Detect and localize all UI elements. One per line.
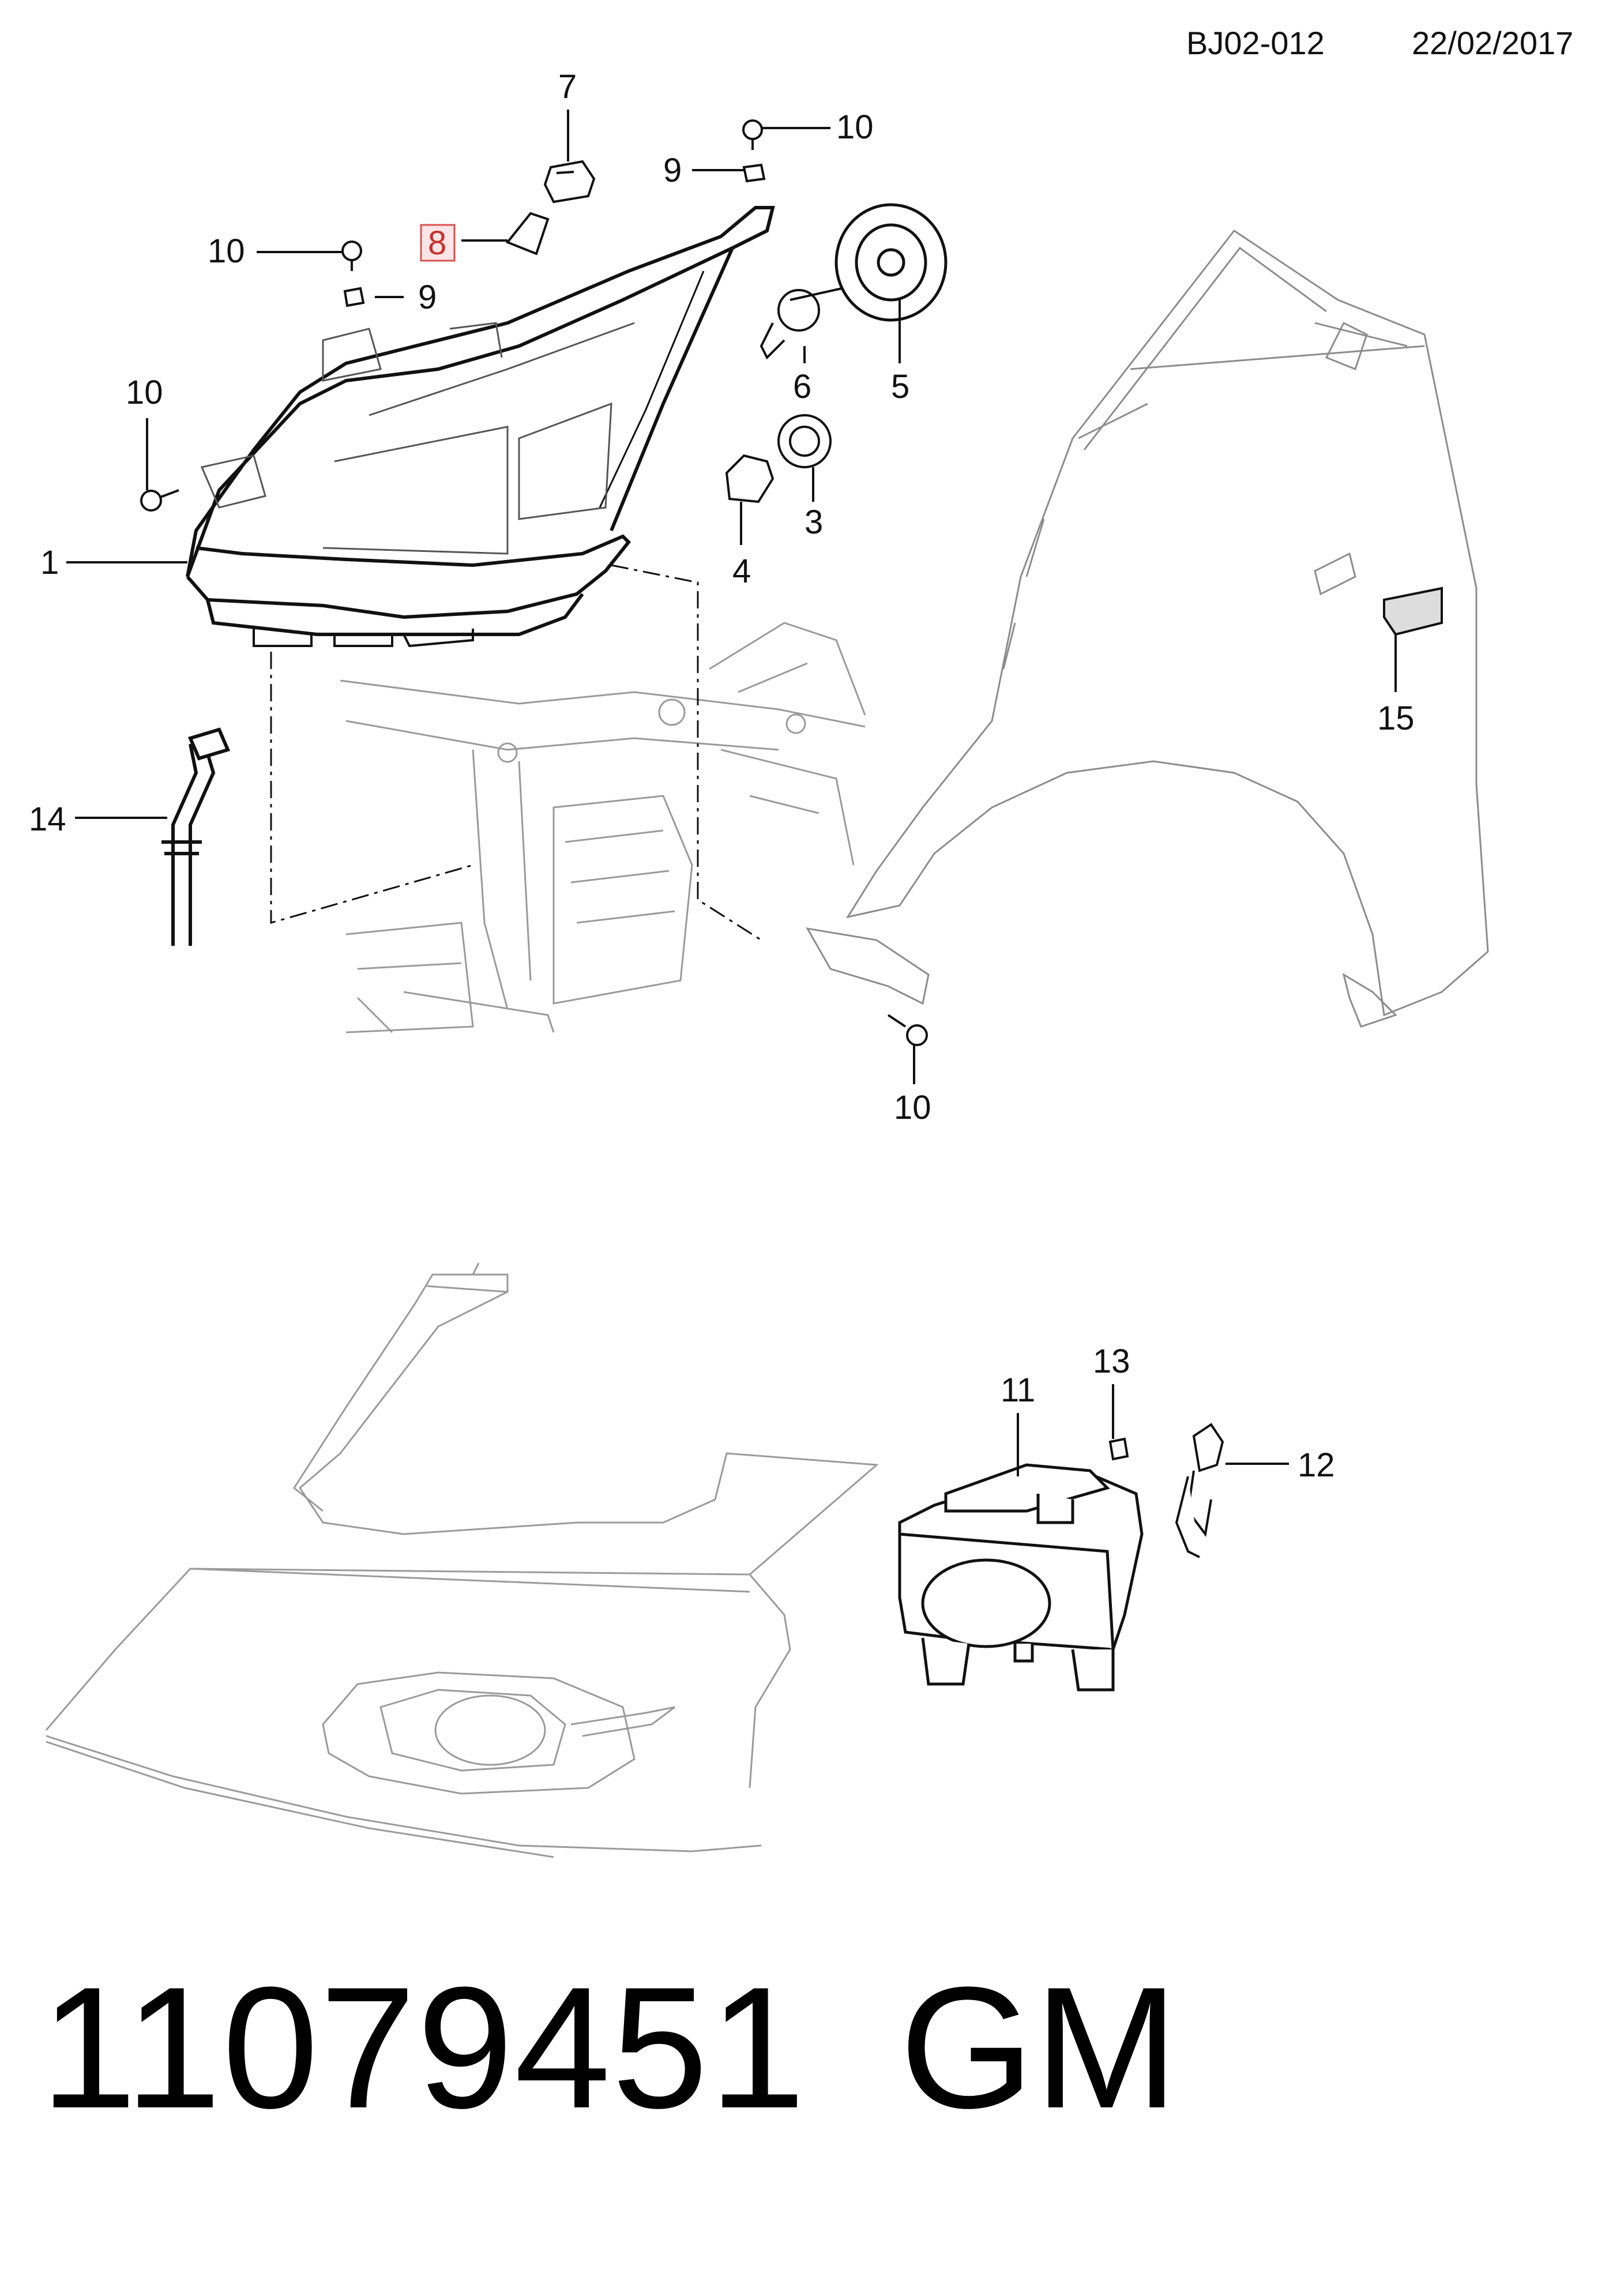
fog-bulb-12 — [1175, 1423, 1224, 1558]
clip-13 — [1108, 1437, 1129, 1461]
bolt-10-top — [742, 119, 763, 150]
alignment-lines — [270, 564, 762, 941]
callout-9-left[interactable]: 9 — [418, 279, 437, 316]
callout-labels: 1 3 4 5 6 7 8 9 9 10 10 10 10 11 12 13 1… — [29, 68, 1415, 1484]
fog-lamp-11 — [898, 1463, 1144, 1692]
nut-9-left — [343, 287, 365, 307]
bulb-4 — [725, 454, 775, 503]
callout-4[interactable]: 4 — [732, 553, 751, 590]
socket-3 — [777, 414, 832, 468]
callout-15[interactable]: 15 — [1377, 700, 1415, 737]
callout-10-bottom[interactable]: 10 — [894, 1089, 931, 1126]
callout-6[interactable]: 6 — [793, 368, 811, 405]
radiator-support-frame — [340, 622, 866, 1033]
headlamp-assembly — [186, 206, 775, 636]
fender-clip-15 — [1383, 587, 1443, 636]
bolt-10-left — [341, 240, 362, 271]
bulb-6 — [760, 287, 843, 360]
callout-11[interactable]: 11 — [1001, 1371, 1035, 1409]
callout-8[interactable]: 8 — [428, 224, 446, 262]
nut-9-top — [742, 163, 766, 183]
callout-12[interactable]: 12 — [1298, 1446, 1335, 1484]
callout-8-highlight — [420, 224, 456, 262]
headlamp-mounting-tabs — [253, 629, 474, 648]
brand-name: GM — [900, 1950, 1179, 2144]
diagram-code: BJ02-012 — [1186, 25, 1325, 61]
harness-clip-14 — [161, 727, 231, 946]
callout-1[interactable]: 1 — [40, 544, 59, 581]
callout-5[interactable]: 5 — [891, 368, 909, 405]
bulb-8 — [505, 212, 550, 255]
callout-7[interactable]: 7 — [558, 68, 577, 106]
callout-10-side[interactable]: 10 — [126, 374, 163, 411]
front-bumper-fascia — [45, 1262, 879, 1858]
callout-9-top[interactable]: 9 — [663, 152, 682, 189]
headlamp-inner-detail — [200, 322, 635, 555]
leader-lines — [66, 110, 1397, 1476]
diagram-date: 22/02/2017 — [1412, 25, 1574, 61]
callout-14[interactable]: 14 — [29, 800, 66, 838]
bolt-10-bottom — [887, 1014, 928, 1046]
callout-10-top[interactable]: 10 — [836, 108, 874, 146]
callout-3[interactable]: 3 — [805, 503, 823, 541]
front-fender — [806, 229, 1489, 1028]
socket-7 — [543, 160, 596, 204]
bolt-10-side — [140, 489, 179, 512]
part-number: 11079451 — [40, 1950, 807, 2144]
callout-13[interactable]: 13 — [1093, 1343, 1130, 1380]
cover-cap-5 — [834, 203, 948, 322]
callout-10-left[interactable]: 10 — [208, 232, 245, 270]
